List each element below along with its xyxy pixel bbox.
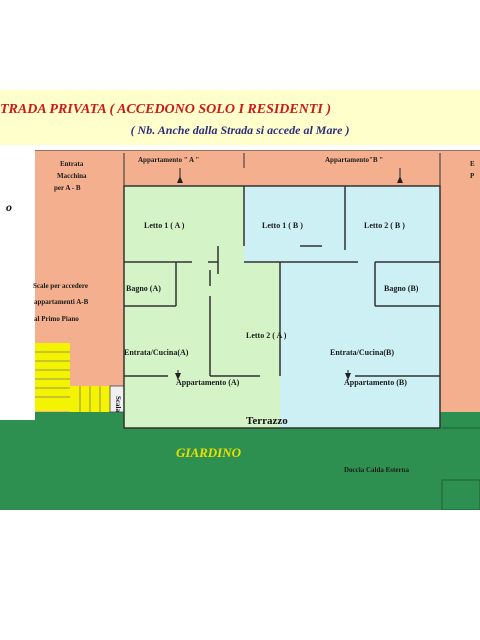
entry-arrows (175, 168, 403, 380)
stairs-note-1: Scale per accedere (33, 282, 88, 290)
floor-plan (0, 150, 480, 510)
shower-box (441, 427, 480, 510)
right-cut-1: E (470, 160, 475, 168)
room-bagno-a: Bagno (A) (126, 284, 161, 293)
entrance-line3: per A - B (54, 184, 81, 192)
room-letto2-b: Letto 2 ( B ) (364, 221, 405, 230)
stairs-note-2: appartamenti A-B (34, 298, 89, 306)
left-cut: o (6, 200, 12, 214)
room-letto1-b: Letto 1 ( B ) (262, 221, 303, 230)
top-label-line (123, 153, 441, 186)
apartment-b-bottom-label: Appartamento (B) (344, 378, 407, 387)
right-cut-2: P (470, 172, 475, 180)
room-bagno-b: Bagno (B) (384, 284, 419, 293)
garden-label: GIARDINO (176, 445, 242, 460)
apartment-a-label: Appartamento " A " (138, 156, 200, 164)
walls (123, 185, 441, 429)
terrace-area (124, 376, 280, 428)
room-letto1-a: Letto 1 ( A ) (144, 221, 185, 230)
room-letto2-a: Letto 2 ( A ) (246, 331, 287, 340)
entrance-line1: Entrata (60, 160, 84, 168)
apartment-b-label: Appartamento"B " (325, 156, 384, 164)
apartment-a-bottom-label: Appartamento (A) (176, 378, 240, 387)
header-subtitle: ( Nb. Anche dalla Strada si accede al Ma… (130, 123, 350, 137)
left-white-strip (0, 150, 35, 420)
garden-left (0, 420, 35, 510)
header-title: TRADA PRIVATA ( ACCEDONO SOLO I RESIDENT… (0, 102, 332, 117)
stairs-note-3: al Primo Piano (34, 315, 79, 323)
stairs-side-label: Scala (114, 396, 122, 412)
apartment-a-area (124, 186, 280, 376)
room-cucina-b: Entrata/Cucina(B) (330, 348, 394, 357)
entrance-line2: Macchina (57, 172, 87, 180)
stairs-block (35, 343, 70, 411)
apartment-b-area (244, 186, 440, 428)
header-band (0, 90, 480, 145)
shower-label: Doccia Calda Esterna (344, 466, 409, 474)
stairs-steps (35, 351, 70, 398)
terrace-label: Terrazzo (246, 415, 288, 427)
room-cucina-a: Entrata/Cucina(A) (124, 348, 189, 357)
